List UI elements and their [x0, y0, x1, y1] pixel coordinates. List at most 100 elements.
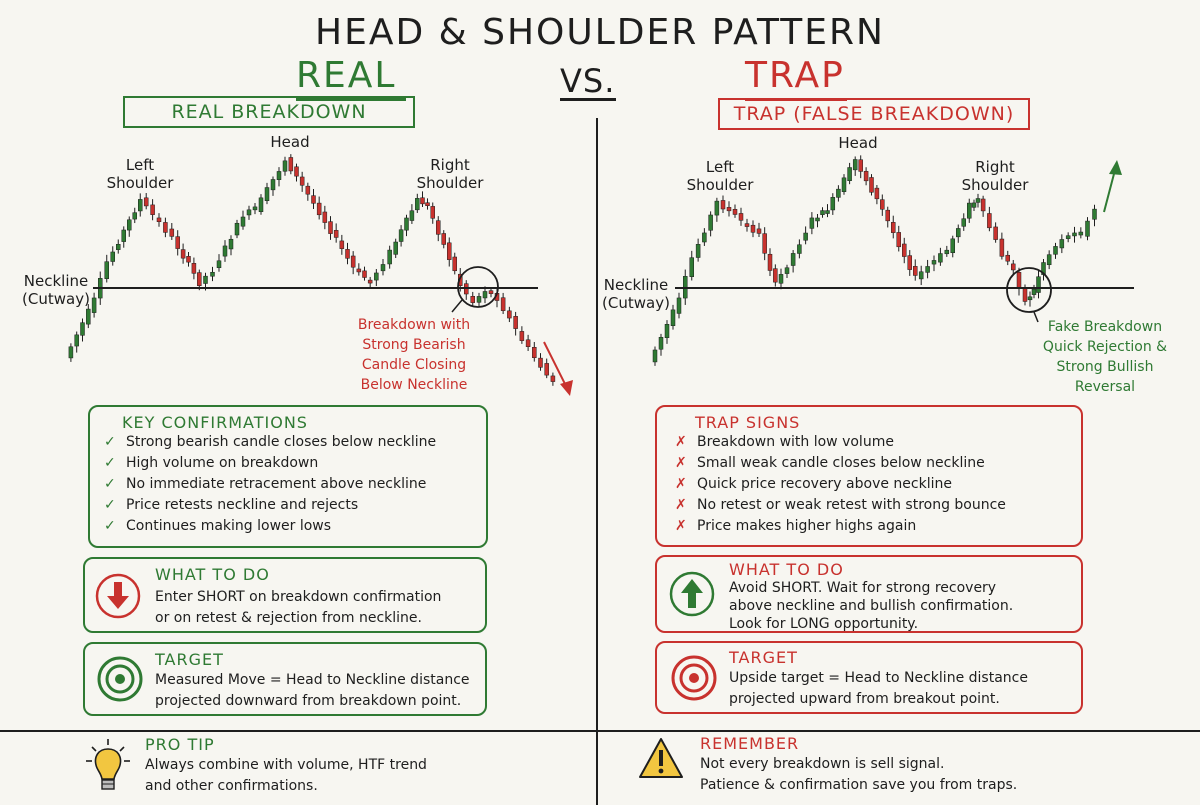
remember-text: Not every breakdown is sell signal.Patie…: [700, 756, 1018, 793]
bearish-candle: [175, 236, 180, 249]
bearish-candle: [507, 310, 512, 319]
list-item: ✗Breakdown with low volume: [675, 432, 1063, 453]
trap-up-arrow-line: [1103, 169, 1116, 213]
real-heading: REAL BREAKDOWN: [123, 96, 415, 128]
check-icon: ✓: [104, 497, 116, 513]
list-item: ✓No immediate retracement above neckline: [104, 474, 472, 495]
trap-pointer-line: [1033, 311, 1039, 323]
trap-what-to-do-box: WHAT TO DO Avoid SHORT. Wait for strong …: [655, 555, 1083, 633]
bullish-candle: [708, 214, 713, 231]
trap-target-box: TARGET Upside target = Head to Neckline …: [655, 641, 1083, 714]
real-target-box: TARGET Measured Move = Head to Neckline …: [83, 642, 487, 716]
bearish-candle: [993, 226, 998, 240]
bullish-candle: [1027, 296, 1033, 301]
bullish-candle: [825, 210, 830, 214]
bullish-candle: [1053, 246, 1058, 255]
bullish-candle: [380, 264, 386, 272]
bearish-candle: [356, 268, 362, 273]
bearish-candle: [891, 222, 896, 233]
bearish-candle: [1005, 254, 1010, 262]
list-item: ✓Continues making lower lows: [104, 516, 472, 537]
bearish-candle: [150, 204, 155, 215]
bearish-candle: [525, 339, 531, 347]
bullish-candle: [925, 266, 930, 273]
bearish-candle: [1016, 272, 1022, 289]
bearish-candle: [913, 266, 918, 276]
real-label: REAL: [296, 55, 397, 96]
trap-neckline-label: Neckline(Cutway): [602, 276, 670, 312]
bullish-candle: [409, 210, 415, 221]
bullish-candle: [658, 336, 664, 350]
cross-icon: ✗: [675, 434, 687, 450]
trap-signs-title: TRAP SIGNS: [695, 413, 801, 432]
bearish-candle: [744, 223, 750, 227]
bullish-candle: [1036, 276, 1041, 293]
bullish-candle: [652, 349, 658, 363]
up-arrow-icon: [669, 571, 715, 617]
bearish-candle: [420, 197, 425, 205]
bearish-candle: [345, 249, 350, 259]
bearish-candle: [488, 290, 494, 294]
bearish-candle: [538, 357, 543, 368]
bearish-candle: [544, 363, 549, 376]
bearish-candle: [980, 198, 986, 212]
warning-icon: [639, 738, 683, 778]
bullish-candle: [784, 267, 790, 274]
bullish-candle: [228, 238, 234, 250]
bullish-candle: [790, 253, 796, 266]
bullish-candle: [104, 261, 109, 279]
bearish-candle: [863, 171, 869, 182]
bullish-candle: [797, 244, 802, 254]
bearish-candle: [305, 185, 311, 195]
trap-what-to-do-title: WHAT TO DO: [729, 560, 844, 579]
bearish-candle: [762, 233, 767, 254]
bullish-candle: [276, 171, 282, 180]
bearish-candle: [436, 220, 441, 235]
bullish-candle: [252, 206, 258, 211]
bearish-candle: [732, 208, 738, 215]
vs-underline: [560, 98, 616, 101]
list-item: ✗Small weak candle closes below neckline: [675, 453, 1063, 474]
trap-target-title: TARGET: [729, 648, 798, 667]
bullish-candle: [950, 238, 955, 254]
bullish-candle: [404, 217, 409, 231]
bullish-candle: [91, 297, 97, 313]
bullish-candle: [967, 202, 972, 219]
bullish-candle: [476, 296, 482, 303]
vertical-divider: [596, 118, 598, 805]
bullish-candle: [961, 218, 966, 227]
list-item: ✓High volume on breakdown: [104, 453, 472, 474]
trap-head-label: Head: [838, 134, 878, 152]
bearish-candle: [191, 263, 197, 274]
bullish-candle: [809, 217, 815, 229]
cross-icon: ✗: [675, 497, 687, 513]
bullish-candle: [971, 202, 977, 208]
bullish-candle: [1065, 235, 1071, 239]
bearish-candle: [311, 195, 316, 204]
bullish-candle: [778, 274, 784, 284]
bearish-candle: [328, 221, 333, 234]
bullish-candle: [246, 209, 252, 216]
real-chart: [68, 154, 573, 396]
bearish-candle: [180, 249, 186, 259]
trap-chart: [652, 155, 1134, 366]
bearish-candle: [902, 243, 907, 257]
down-arrow-icon: [95, 573, 141, 619]
bearish-candle: [470, 296, 475, 303]
bullish-candle: [127, 219, 132, 231]
bearish-candle: [186, 256, 191, 263]
bullish-candle: [1046, 254, 1052, 266]
real-underline: [296, 98, 406, 101]
trap-candles: [652, 155, 1097, 366]
bullish-candle: [689, 257, 694, 277]
bullish-candle: [1031, 288, 1037, 295]
bullish-candle: [415, 198, 420, 211]
bullish-candle: [270, 179, 276, 191]
bullish-candle: [240, 216, 246, 227]
bearish-candle: [1011, 263, 1016, 271]
bullish-candle: [815, 217, 820, 222]
